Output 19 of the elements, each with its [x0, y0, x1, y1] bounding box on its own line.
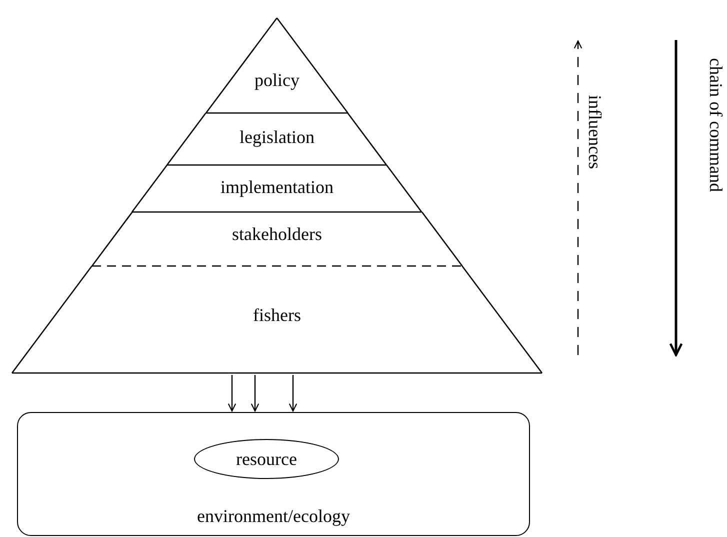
band-label: fishers — [253, 306, 301, 324]
band-label: stakeholders — [232, 225, 322, 243]
axis-note: chain of command — [707, 58, 725, 192]
resource-ellipse — [194, 439, 339, 479]
environment-box — [17, 412, 530, 536]
arrow — [250, 375, 260, 412]
arrow — [228, 375, 236, 412]
band-label: legislation — [239, 128, 314, 146]
pyramid-top — [206, 18, 348, 113]
pyramid-band — [12, 266, 542, 373]
band-label: implementation — [220, 178, 334, 196]
pyramid-band — [167, 113, 387, 165]
box-label: environment/ecology — [197, 507, 350, 525]
ellipse-label: resource — [236, 450, 297, 468]
arrow — [288, 375, 298, 412]
band-label: policy — [254, 71, 300, 89]
axis-note: influences — [586, 95, 604, 169]
pyramid-band — [132, 165, 422, 212]
pyramid-band — [92, 212, 462, 266]
